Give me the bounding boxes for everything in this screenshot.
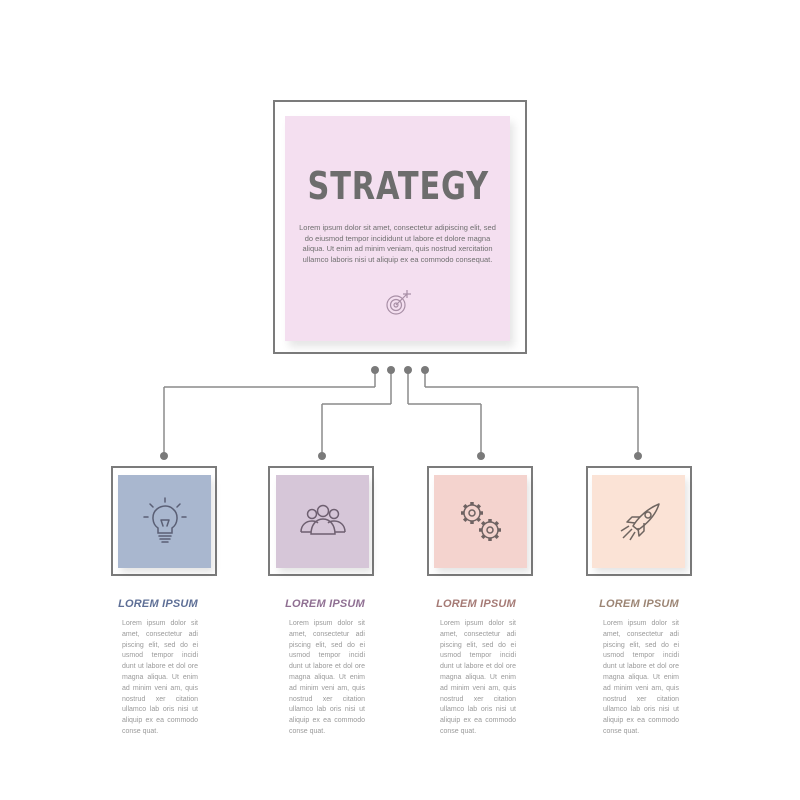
connector-dot (477, 452, 485, 460)
strategy-title: STRATEGY (307, 164, 489, 208)
team-icon (300, 504, 346, 535)
card-1-title: LOREM IPSUM (118, 598, 198, 610)
strategy-description: Lorem ipsum dolor sit amet, consectetur … (299, 223, 496, 264)
target-icon (386, 290, 411, 315)
card-2-text: Lorem ipsum dolor sit amet, consectetur … (289, 620, 365, 735)
lightbulb-icon (143, 497, 187, 543)
connector-dot (318, 452, 326, 460)
connector-dot (371, 366, 379, 374)
connector-dot (404, 366, 412, 374)
card-2-title: LOREM IPSUM (285, 598, 365, 610)
card-4-note (592, 475, 685, 568)
card-1-text: Lorem ipsum dolor sit amet, consectetur … (122, 620, 198, 735)
card-3-title: LOREM IPSUM (436, 598, 516, 610)
card-3-text: Lorem ipsum dolor sit amet, consectetur … (440, 620, 516, 735)
card-3-note (434, 475, 527, 568)
connector-dot (421, 366, 429, 374)
card-4-title: LOREM IPSUM (599, 598, 679, 610)
connector-dot (160, 452, 168, 460)
connector-dot (634, 452, 642, 460)
card-1-note (118, 475, 211, 568)
strategy-note: STRATEGY Lorem ipsum dolor sit amet, con… (285, 116, 510, 341)
card-4-text: Lorem ipsum dolor sit amet, consectetur … (603, 620, 679, 735)
gears-icon (461, 502, 501, 541)
connector-dot (387, 366, 395, 374)
card-2-note (276, 475, 369, 568)
rocket-icon (620, 503, 660, 541)
